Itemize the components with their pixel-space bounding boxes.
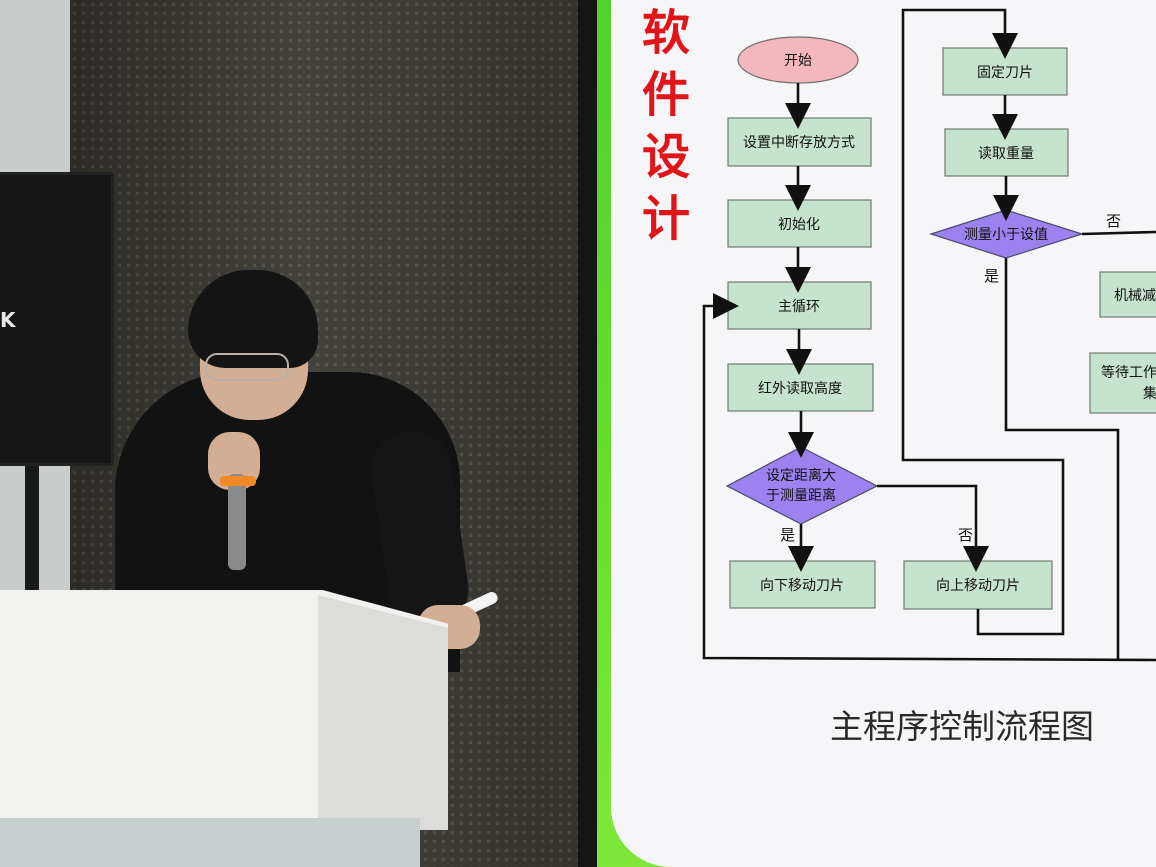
microphone — [228, 474, 246, 570]
distance-decision-line2: 于测量距离 — [766, 487, 836, 504]
wait-label-line2: 集 — [1143, 385, 1156, 402]
speaker-logo: K — [0, 308, 17, 332]
slide-caption: 主程序控制流程图 — [830, 707, 1094, 746]
podium-side — [318, 595, 448, 830]
slide-title-char: 计 — [642, 191, 691, 247]
glasses — [205, 353, 289, 381]
speaker-stand — [25, 466, 39, 596]
distance-decision — [725, 446, 879, 525]
flowchart-connectors — [702, 8, 1156, 662]
loudspeaker — [0, 172, 114, 466]
presenter-hair — [188, 270, 318, 368]
slide-title-char: 件 — [642, 67, 691, 123]
slide-title-char: 软 — [642, 5, 691, 61]
machine-box — [1099, 271, 1156, 318]
distance-decision-line1: 设定距离大 — [766, 467, 836, 484]
main-loop-label: 主循环 — [778, 299, 820, 315]
move-down-label: 向下移动刀片 — [760, 578, 844, 594]
set-interrupt-label: 设置中断存放方式 — [743, 135, 855, 151]
no-label-weight: 否 — [1106, 212, 1121, 230]
yes-label-weight: 是 — [984, 267, 999, 285]
slide-title-char: 设 — [642, 129, 691, 185]
init-label: 初始化 — [778, 216, 820, 233]
start-label: 开始 — [784, 53, 812, 69]
wait-label-line1: 等待工作 — [1101, 364, 1156, 381]
wait-box — [1089, 352, 1156, 414]
read-weight-label: 读取重量 — [978, 145, 1034, 162]
screen-frame — [578, 0, 600, 867]
slide-title: 软 件 设 计 — [642, 2, 702, 250]
podium-base — [0, 818, 420, 867]
fix-blade-label: 固定刀片 — [977, 65, 1033, 81]
no-label-distance: 否 — [958, 526, 973, 544]
yes-label-distance: 是 — [780, 526, 795, 544]
move-up-label: 向上移动刀片 — [936, 578, 1020, 594]
microphone-band — [220, 476, 256, 486]
machine-label: 机械减 — [1114, 288, 1156, 304]
weight-decision-label: 测量小于设值 — [964, 227, 1048, 243]
ir-read-label: 红外读取高度 — [758, 380, 842, 397]
